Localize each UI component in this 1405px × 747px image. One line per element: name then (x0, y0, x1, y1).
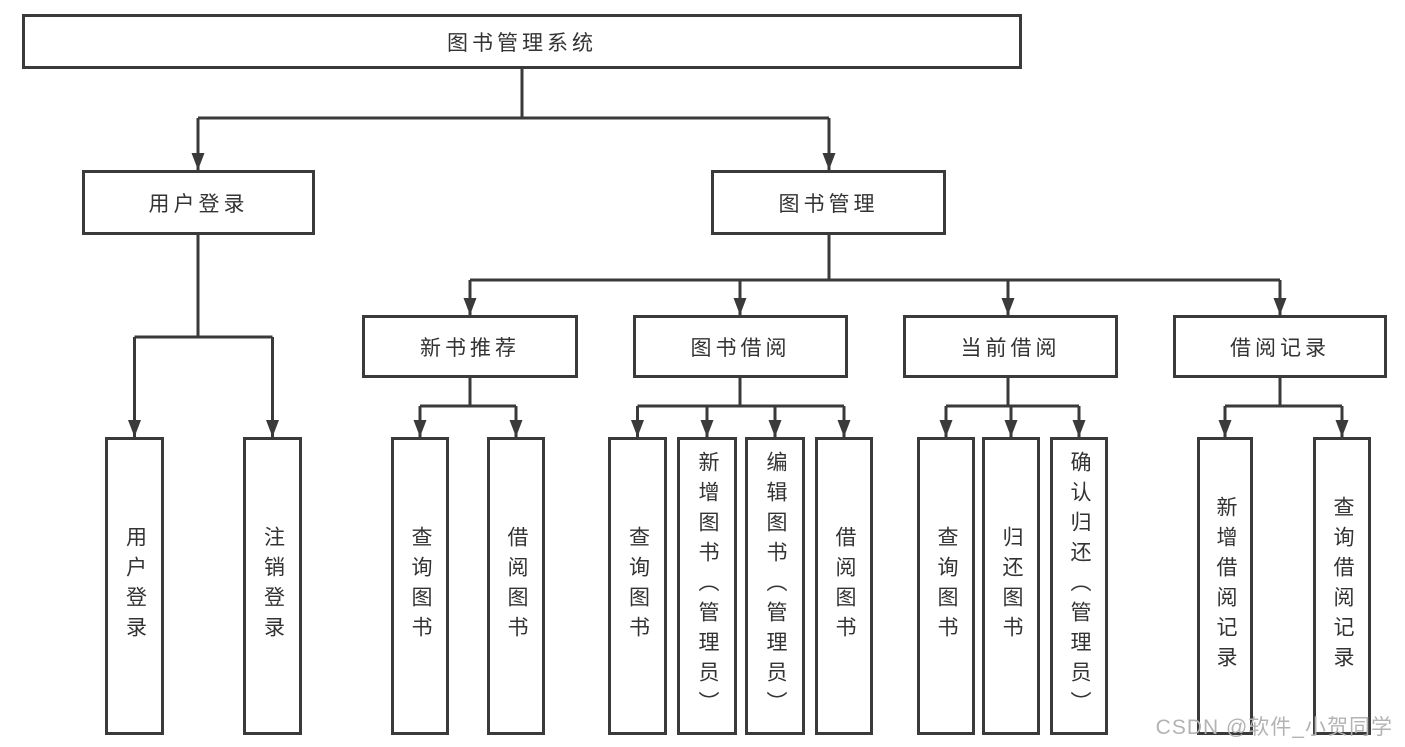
leaf-borrow-edit-books-admin: 编辑图书（管理员） (745, 437, 805, 735)
node-user-login: 用户登录 (82, 170, 315, 235)
edge-currentborrow-to-leaves (939, 378, 1086, 437)
node-book-borrow: 图书借阅 (633, 315, 848, 378)
edge-userlogin-to-leaves (128, 235, 279, 437)
leaf-records-add-record: 新增借阅记录 (1197, 437, 1253, 735)
leaf-borrow-borrow-books: 借阅图书 (815, 437, 873, 735)
edge-bookborrow-to-leaves (631, 378, 851, 437)
leaf-current-confirm-return-admin: 确认归还（管理员） (1050, 437, 1108, 735)
node-borrow-records: 借阅记录 (1173, 315, 1387, 378)
leaf-newrec-query-books: 查询图书 (391, 437, 449, 735)
leaf-current-return-books: 归还图书 (982, 437, 1040, 735)
leaf-current-query-books: 查询图书 (917, 437, 975, 735)
leaf-borrow-add-books-admin: 新增图书（管理员） (677, 437, 737, 735)
leaf-logout: 注销登录 (243, 437, 302, 735)
node-new-book-recommend: 新书推荐 (362, 315, 578, 378)
node-current-borrow: 当前借阅 (903, 315, 1118, 378)
leaf-newrec-borrow-books: 借阅图书 (487, 437, 545, 735)
edge-newbooks-to-leaves (413, 378, 523, 437)
edge-root-to-level2 (191, 69, 836, 170)
edge-bookmgmt-to-level3 (463, 235, 1287, 315)
edge-borrowrecords-to-leaves (1218, 378, 1349, 437)
node-root-library-system: 图书管理系统 (22, 14, 1022, 69)
node-book-management: 图书管理 (711, 170, 946, 235)
leaf-records-query-record: 查询借阅记录 (1313, 437, 1371, 735)
leaf-user-login: 用户登录 (105, 437, 164, 735)
leaf-borrow-query-books: 查询图书 (608, 437, 667, 735)
csdn-watermark: CSDN @软件_小贺同学 (1155, 716, 1393, 739)
